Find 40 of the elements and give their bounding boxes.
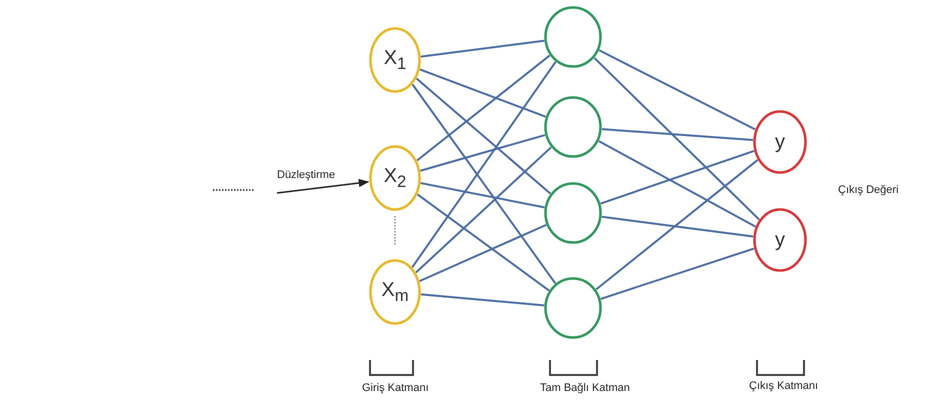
layer-label: Çıkış Katmanı xyxy=(749,380,818,392)
neuron-circle xyxy=(544,96,602,158)
neuron-circle xyxy=(369,145,421,211)
node-label: X$_{2}$ xyxy=(384,164,406,192)
connection-line xyxy=(600,248,754,300)
connection-line xyxy=(416,194,550,292)
connection-line xyxy=(602,216,754,238)
node-label: y xyxy=(775,228,785,252)
connection-line xyxy=(416,54,550,162)
connection-line xyxy=(412,84,556,284)
connection-line xyxy=(420,293,544,306)
node-label: X$_{1}$ xyxy=(384,46,406,74)
neuron-circle xyxy=(753,208,807,272)
connection-line xyxy=(596,159,758,290)
connection-line xyxy=(420,134,546,172)
layer-label: Giriş Katmanı xyxy=(362,382,429,394)
connection-line xyxy=(415,146,552,274)
connection-line xyxy=(416,78,552,194)
connection-line xyxy=(598,140,756,228)
neuron-circle xyxy=(753,110,807,174)
neuron-circle xyxy=(544,182,602,244)
connection-line xyxy=(420,68,546,118)
node-label: y xyxy=(775,130,785,154)
edge-label: Düzleştirme xyxy=(277,169,336,181)
neuron-circle xyxy=(544,6,602,68)
connection-line xyxy=(600,150,754,204)
connection-line xyxy=(411,61,556,268)
output-label: Çıkış Değeri xyxy=(838,184,899,196)
layer-label: Tam Bağlı Katman xyxy=(540,382,630,394)
neuron-circle xyxy=(369,27,421,93)
connection-line xyxy=(420,182,545,208)
neuron-circle xyxy=(544,277,602,339)
connection-line xyxy=(419,224,547,282)
neuron-circle xyxy=(369,259,421,325)
connection-line xyxy=(602,128,754,142)
connection-line xyxy=(420,40,544,58)
arrow xyxy=(276,178,370,194)
node-label: X$_{m}$ xyxy=(381,278,409,306)
connection-line xyxy=(594,57,760,220)
connection-line xyxy=(598,49,756,130)
